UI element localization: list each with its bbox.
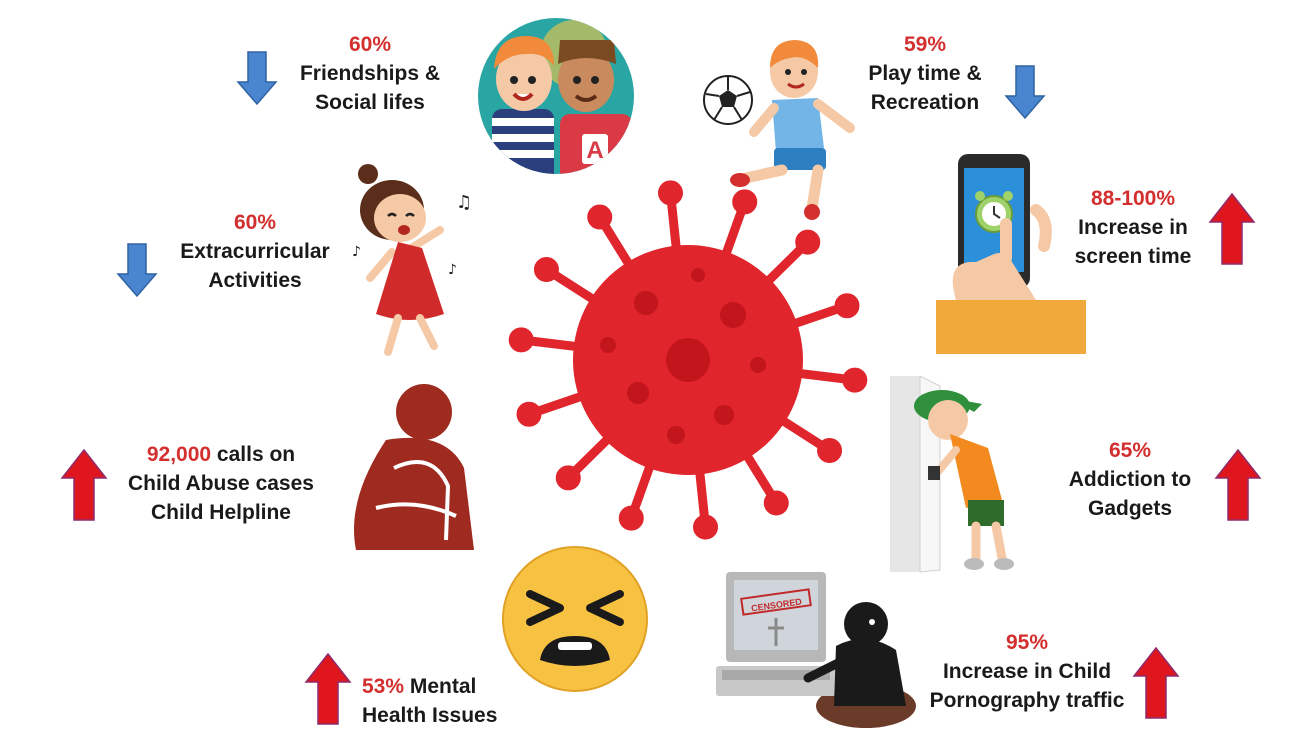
virus-spike-tip [842, 367, 868, 393]
up-arrow-icon [1132, 646, 1180, 719]
stat-gadgets: 65% Addiction to Gadgets [1050, 436, 1210, 523]
shirt-letter: A [586, 137, 603, 164]
down-arrow-icon [236, 51, 278, 106]
down-arrow-icon [1004, 65, 1046, 120]
stat-percent: 88-100% [1090, 187, 1176, 210]
stat-percent: 95% [1005, 631, 1049, 654]
stat-pornography: 95% Increase in Child Pornography traffi… [922, 628, 1132, 715]
virus-spike-tip [555, 465, 581, 491]
stat-label-line: Play time & [868, 62, 982, 85]
stat-label-line: Recreation [870, 91, 980, 114]
stat-percent: 60% [233, 211, 277, 234]
stat-extracurricular: 60% Extracurricular Activities [155, 208, 355, 295]
stat-label-line: Friendships & [299, 62, 441, 85]
frustrated-face-icon [502, 546, 648, 692]
stat-label-line: Child Abuse cases [128, 472, 314, 495]
stat-label-rest: Mental [404, 675, 477, 698]
virus-spike-tip [763, 490, 789, 516]
stat-label-line: 53% Mental [354, 672, 514, 701]
down-arrow-icon [116, 243, 158, 298]
soccer-kid-icon [703, 40, 855, 220]
stat-percent: 92,000 [146, 443, 212, 466]
stat-screentime: 88-100% Increase in screen time [1058, 184, 1208, 271]
friends-icon: A [478, 18, 634, 174]
virus-spike-tip [732, 189, 758, 215]
stat-label-line: Increase in Child [942, 660, 1112, 683]
up-arrow-icon [1208, 192, 1256, 265]
stat-label-line: Social lifes [315, 91, 425, 114]
sad-sitting-person-icon [354, 384, 474, 550]
stat-label-line: 92,000 calls on [106, 440, 336, 469]
stat-label-line: Increase in [1078, 216, 1188, 239]
up-arrow-icon [60, 448, 108, 521]
virus-spike-tip [533, 257, 559, 283]
stat-label-rest: calls on [211, 443, 296, 466]
gadget-boy-icon [890, 376, 1014, 573]
virus-spike-tip [618, 505, 644, 531]
up-arrow-icon [1214, 448, 1262, 521]
computer-user-icon: CENSORED [716, 572, 916, 728]
stat-percent: 65% [1108, 439, 1152, 462]
stat-label-line: Health Issues [362, 704, 498, 727]
up-arrow-icon [304, 652, 352, 725]
stat-mental: 53% Mental Health Issues [354, 672, 514, 730]
virus-spike-tip [657, 180, 683, 206]
stat-helpline: 92,000 calls on Child Abuse cases Child … [106, 440, 336, 527]
svg-text:♪: ♪ [448, 262, 457, 278]
stat-label-line: Pornography traffic [929, 689, 1125, 712]
svg-text:♫: ♫ [456, 192, 472, 213]
virus-spike-tip [834, 293, 860, 319]
virus-spike-tip [516, 401, 542, 427]
virus-spike-tip [508, 327, 534, 353]
virus-spike-tip [693, 514, 719, 540]
svg-text:♪: ♪ [352, 244, 361, 260]
virus-spike-tip [795, 229, 821, 255]
singing-girl-icon: ♫ ♪ ♪ [352, 164, 472, 356]
stat-percent: 53% [362, 675, 405, 698]
virus-spike-tip [587, 204, 613, 230]
stat-percent: 60% [348, 33, 392, 56]
stat-label-line: Gadgets [1087, 497, 1173, 520]
stat-friendships: 60% Friendships & Social lifes [270, 30, 470, 117]
stat-playtime: 59% Play time & Recreation [840, 30, 1010, 117]
virus-spike-tip [817, 437, 843, 463]
stat-label-line: Addiction to [1068, 468, 1192, 491]
virus-icon [508, 180, 868, 540]
stat-percent: 59% [903, 33, 947, 56]
stat-label-line: Activities [208, 269, 302, 292]
stat-label-line: Child Helpline [150, 501, 291, 524]
stat-label-line: screen time [1074, 245, 1192, 268]
phone-alarm-icon [936, 154, 1086, 354]
stat-label-line: Extracurricular [180, 240, 330, 263]
